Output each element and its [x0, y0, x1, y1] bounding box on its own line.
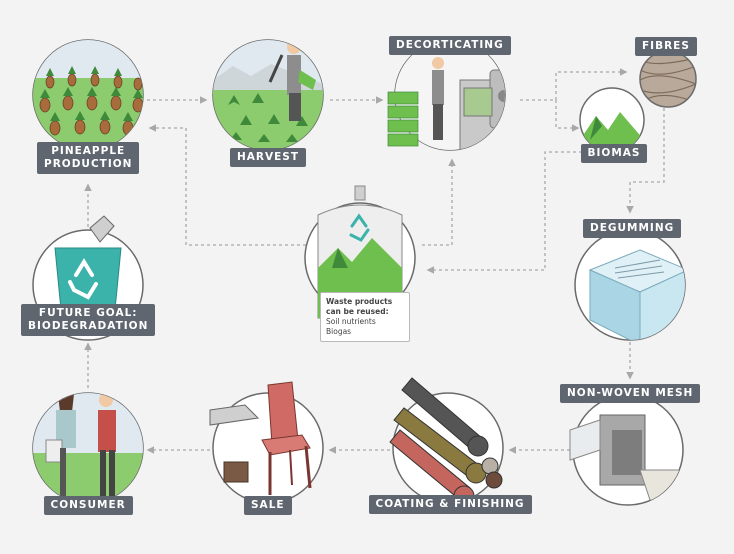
label-consumer: CONSUMER: [43, 495, 133, 515]
label-nonwoven: NON-WOVEN MESH: [560, 383, 701, 403]
arrow-waste-to-pineapple: [148, 124, 318, 246]
waste-products-note: Waste products can be reused: Soil nutri…: [320, 292, 410, 342]
label-sale: SALE: [244, 495, 292, 515]
harvest-worker-icon: [212, 39, 324, 151]
consumers-icon: [32, 392, 144, 504]
arrow-decorticating-to-biomas: [555, 100, 580, 132]
waste-note-item-soil: Soil nutrients: [326, 317, 376, 326]
waste-note-item-biogas: Biogas: [326, 327, 352, 336]
products-chair-shoe-icon: [209, 381, 324, 504]
label-future: FUTURE GOAL:BIODEGRADATION: [21, 304, 156, 336]
arrow-decorticating-to-fibres: [520, 68, 628, 101]
arrow-waste-to-decorticating: [422, 158, 456, 246]
arrow-fibres-to-degumming: [626, 108, 665, 214]
label-fibres: FIBRES: [635, 36, 697, 56]
label-coating: COATING & FINISHING: [368, 494, 532, 514]
mesh-machine-icon: [569, 394, 684, 506]
label-decorticating: DECORTICATING: [389, 35, 511, 55]
arrow-biomas-to-waste: [426, 151, 582, 274]
label-degumming: DEGUMMING: [583, 218, 682, 238]
degumming-tank-icon: [574, 229, 686, 341]
waste-note-title: Waste products can be reused:: [326, 297, 393, 316]
pineapple-field-icon: [32, 39, 144, 151]
fabric-rolls-icon: [389, 377, 504, 507]
fibre-bundle-icon: [639, 50, 697, 108]
label-harvest: HARVEST: [230, 147, 307, 167]
decorticating-machine-icon: [387, 39, 506, 151]
label-biomas: BIOMAS: [580, 143, 648, 163]
flow-arrows: [84, 68, 665, 454]
